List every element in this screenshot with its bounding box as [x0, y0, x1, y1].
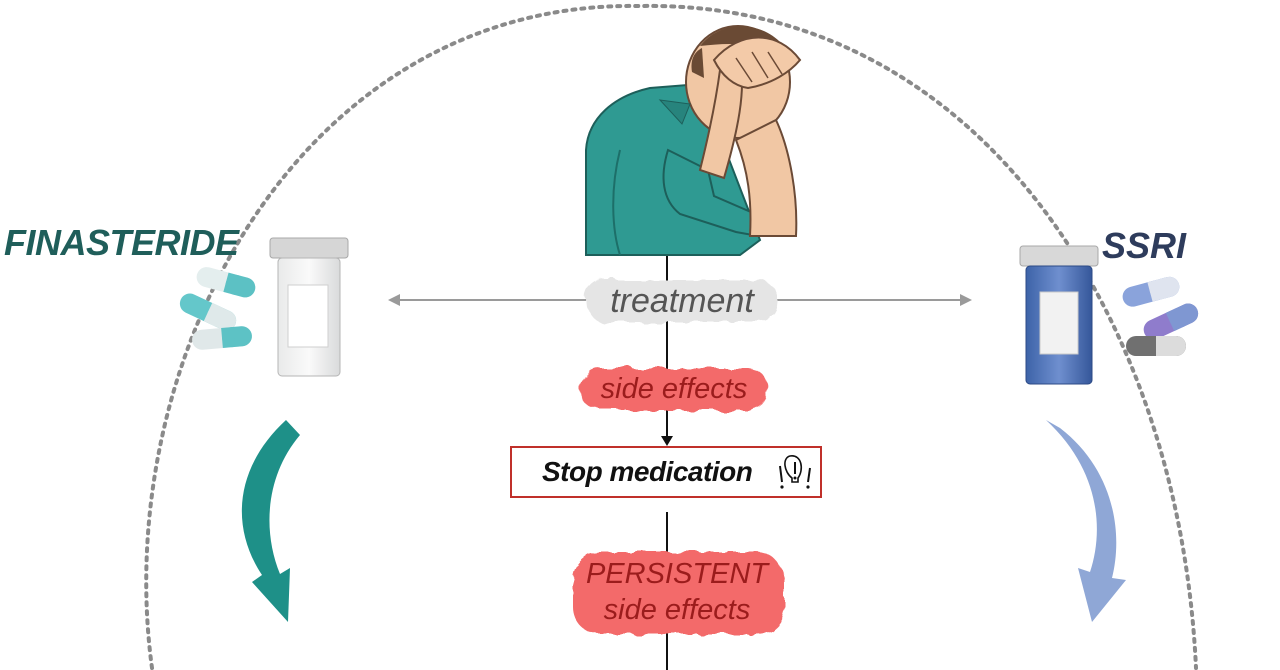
side-effects-blob [580, 368, 768, 410]
stop-medication-label: Stop medication [542, 456, 753, 487]
persistent-side-effects-label: PERSISTENT side effects [566, 548, 788, 638]
teal-capsules-icon [179, 267, 256, 350]
pill-bottle-blue-icon [1019, 245, 1099, 385]
pill-bottle-clear-icon [269, 237, 349, 377]
persistent-label-line1: PERSISTENT [585, 558, 769, 590]
ssri-label: SSRI [1102, 225, 1187, 266]
flow-arrowhead [661, 436, 673, 446]
blue-curved-arrow [1046, 420, 1126, 622]
ssri-capsules-icon [1122, 276, 1199, 356]
finasteride-label: FINASTERIDE [4, 222, 239, 263]
teal-curved-arrow [241, 420, 300, 622]
treatment-arrow-left-head [388, 294, 400, 306]
exclamation-bulb-icon [779, 455, 811, 489]
persistent-label-line2: side effects [603, 594, 751, 626]
persistent-blob [572, 552, 784, 634]
stop-medication-box: Stop medication [510, 446, 822, 498]
distressed-man-illustration [585, 25, 802, 256]
treatment-arrow-right-head [960, 294, 972, 306]
dotted-arc [144, 3, 1198, 670]
side-effects-label: side effects [600, 373, 748, 405]
treatment-blob [586, 280, 778, 322]
treatment-label: treatment [610, 282, 754, 320]
